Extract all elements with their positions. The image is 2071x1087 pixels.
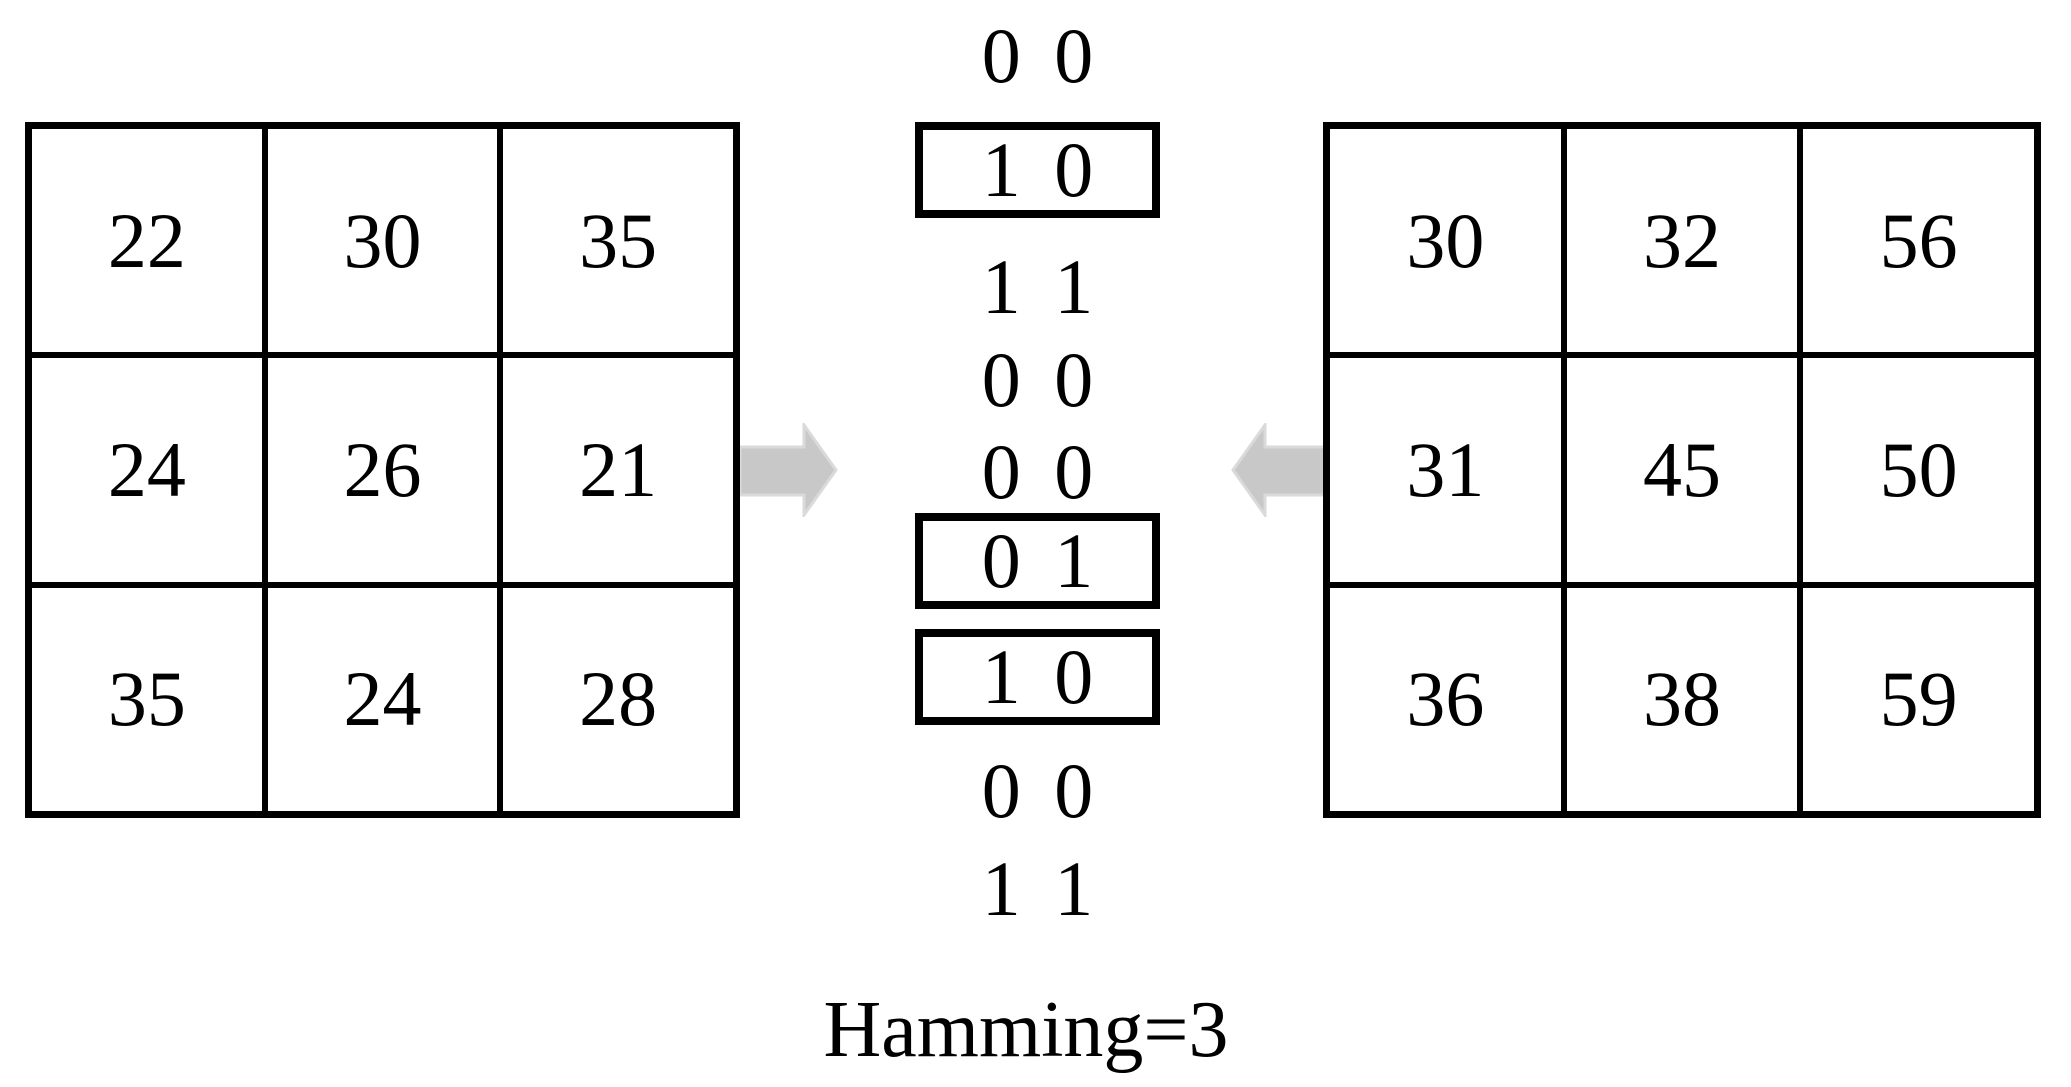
grid-cell: 26 bbox=[264, 355, 501, 585]
grid-cell: 24 bbox=[29, 355, 265, 585]
bit-pair: 0 0 bbox=[981, 12, 1094, 99]
grid-cell: 36 bbox=[1327, 584, 1564, 814]
grid-cell: 38 bbox=[1563, 584, 1801, 814]
bit-pair: 0 0 bbox=[981, 336, 1094, 423]
grid-cell: 59 bbox=[1800, 584, 2037, 814]
grid-cell: 50 bbox=[1800, 355, 2037, 585]
right-block-arrow-icon bbox=[740, 423, 838, 517]
grid-cell: 35 bbox=[500, 126, 736, 356]
grid-cell: 28 bbox=[500, 584, 736, 814]
grid-cell: 22 bbox=[29, 126, 265, 356]
bit-pair: 1 1 bbox=[981, 845, 1094, 932]
grid-cell: 30 bbox=[1327, 126, 1564, 356]
grid-cell: 30 bbox=[264, 126, 501, 356]
grid-cell: 32 bbox=[1563, 126, 1801, 356]
grid-cell: 35 bbox=[29, 584, 265, 814]
bit-pair: 1 1 bbox=[981, 243, 1094, 330]
bit-pair-boxed: 0 1 bbox=[915, 513, 1160, 609]
bit-pair-boxed: 1 0 bbox=[915, 122, 1160, 218]
grid-cell: 31 bbox=[1327, 355, 1564, 585]
grid-cell: 21 bbox=[500, 355, 736, 585]
bit-pair-boxed: 1 0 bbox=[915, 629, 1160, 725]
left-block-arrow-shape bbox=[1231, 423, 1329, 517]
hamming-distance-caption: Hamming=3 bbox=[823, 986, 1229, 1074]
grid-cell: 45 bbox=[1563, 355, 1801, 585]
bit-pair: 0 0 bbox=[981, 747, 1094, 834]
grid-cell: 56 bbox=[1800, 126, 2037, 356]
left-block-arrow-icon bbox=[1231, 423, 1329, 517]
right-block-arrow-shape bbox=[740, 423, 838, 517]
bit-pair: 0 0 bbox=[981, 428, 1094, 515]
grid-cell: 24 bbox=[264, 584, 501, 814]
